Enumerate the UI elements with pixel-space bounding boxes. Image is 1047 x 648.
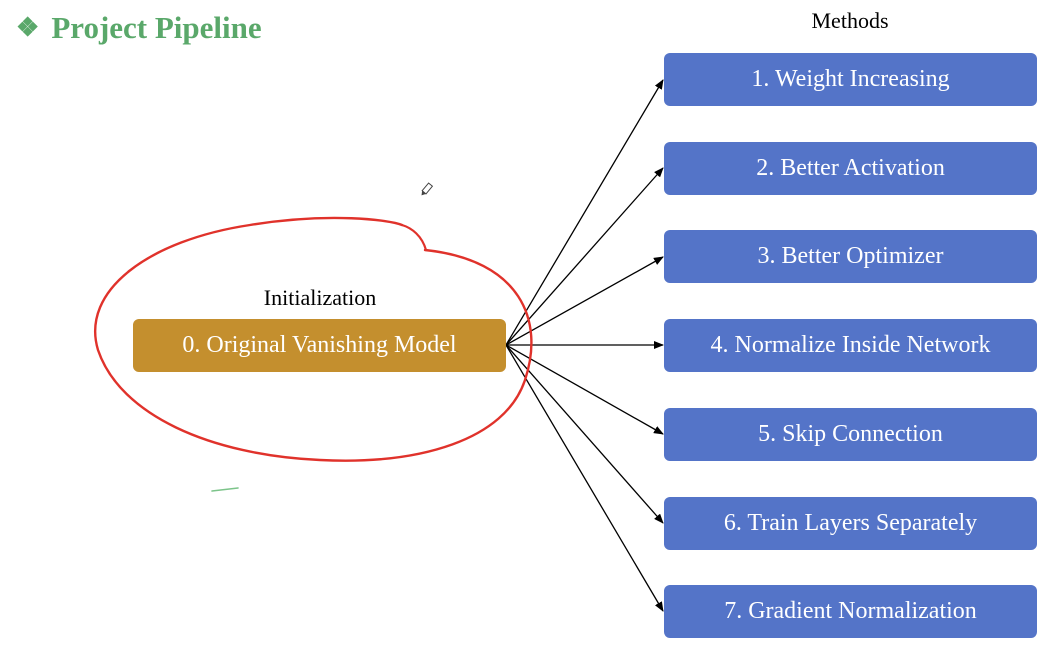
arrow-to-method-6 xyxy=(505,344,664,524)
method-box-gradient-normalization: 7. Gradient Normalization xyxy=(664,585,1037,638)
method-box-train-layers-separately: 6. Train Layers Separately xyxy=(664,497,1037,550)
method-box-normalize-inside-network: 4. Normalize Inside Network xyxy=(664,319,1037,372)
annotation-green-stroke xyxy=(211,487,239,492)
method-box-weight-increasing: 1. Weight Increasing xyxy=(664,53,1037,106)
initialization-heading: Initialization xyxy=(263,285,377,310)
origin-model-box: 0. Original Vanishing Model xyxy=(133,319,506,372)
methods-heading: Methods xyxy=(811,8,889,33)
arrow-to-method-2 xyxy=(505,167,664,346)
page-title-text: Project Pipeline xyxy=(51,10,262,45)
connector-arrows xyxy=(505,79,664,612)
method-box-better-optimizer: 3. Better Optimizer xyxy=(664,230,1037,283)
pencil-cursor-icon xyxy=(421,182,434,196)
arrow-to-method-3 xyxy=(505,256,664,346)
diamond-bullet-icon: ❖ xyxy=(16,13,40,42)
arrow-to-method-1 xyxy=(505,79,664,346)
arrow-to-method-7 xyxy=(505,344,664,612)
annotation-circle xyxy=(94,216,533,462)
method-box-skip-connection: 5. Skip Connection xyxy=(664,408,1037,461)
annotation-tick xyxy=(400,223,428,252)
method-box-better-activation: 2. Better Activation xyxy=(664,142,1037,195)
page-title: ❖ Project Pipeline xyxy=(16,6,262,50)
arrow-to-method-5 xyxy=(505,344,664,435)
